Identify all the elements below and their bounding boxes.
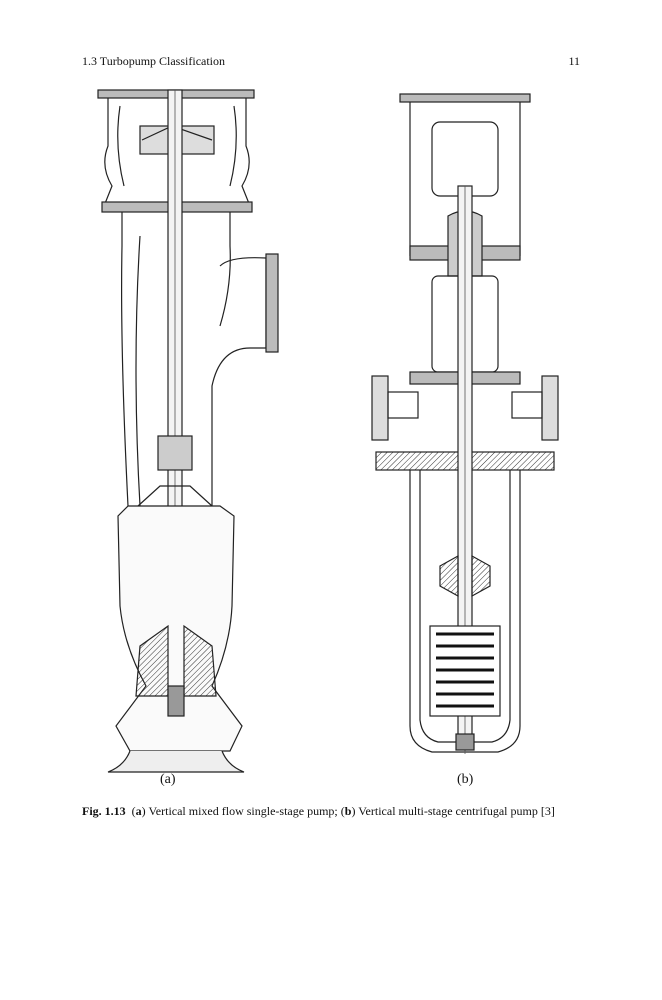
page-number: 11 xyxy=(568,54,580,68)
section-title: 1.3 Turbopump Classification xyxy=(82,54,226,68)
caption-letter-b: b xyxy=(344,804,352,818)
caption-number: Fig. 1.13 xyxy=(82,804,126,818)
figure-label-a: (a) xyxy=(160,772,176,787)
figure-caption: Fig. 1.13 (a) Vertical mixed flow single… xyxy=(82,804,555,818)
pump-drawings xyxy=(97,89,559,773)
caption-letter-a: a xyxy=(135,804,142,818)
pump-a-drawing xyxy=(97,89,279,773)
pump-figure xyxy=(80,86,590,776)
figure-label-b: (b) xyxy=(457,772,474,787)
running-head: 1.3 Turbopump Classification 11 xyxy=(82,54,580,70)
pump-b-drawing xyxy=(371,93,559,754)
caption-text-a: Vertical mixed flow single-stage pump; ( xyxy=(145,804,345,818)
caption-text-b: ) Vertical multi-stage centrifugal pump … xyxy=(351,804,555,818)
